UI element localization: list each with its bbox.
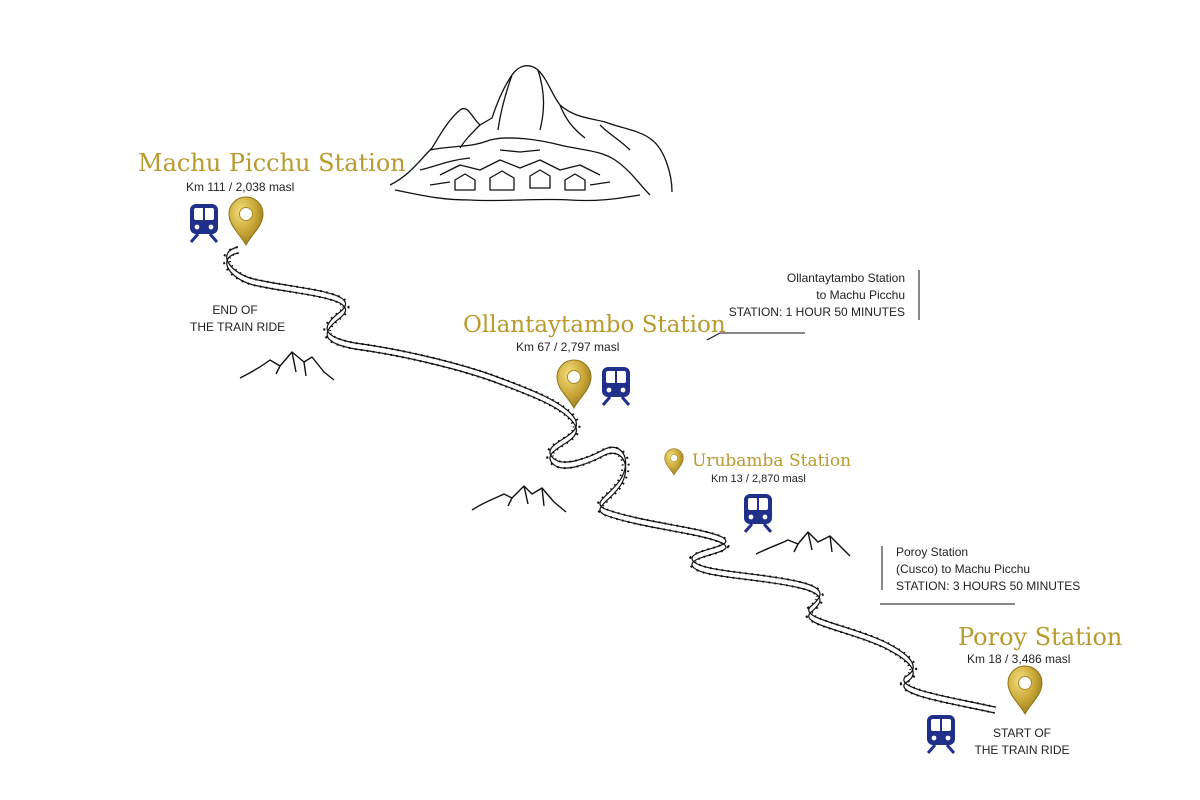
train-icon [925,713,957,755]
station-name-poroy: Poroy Station [958,623,1123,651]
station-info-poroy: Km 18 / 3,486 masl [967,652,1071,666]
location-pin-icon [664,448,684,476]
train-icon [188,202,220,244]
end-label: END OF THE TRAIN RIDE [190,303,286,334]
train-icon [742,492,774,534]
mountain-icon [755,531,851,557]
machu-picchu-illustration [389,65,673,202]
mountain-icon [239,351,335,381]
route-note-poroy: Poroy Station (Cusco) to Machu Picchu ST… [896,545,1081,593]
route-note-ollantaytambo: Ollantaytambo Station to Machu Picchu ST… [728,271,905,319]
station-info-machu-picchu: Km 111 / 2,038 masl [186,180,295,194]
callout-line [880,546,1015,605]
station-info-ollantaytambo: Km 67 / 2,797 masl [516,340,620,354]
location-pin-icon [1007,665,1043,715]
location-pin-icon [556,359,592,409]
location-pin-icon [228,196,264,246]
station-name-machu-picchu: Machu Picchu Station [138,149,406,177]
start-label: START OF THE TRAIN RIDE [974,726,1070,757]
station-name-urubamba: Urubamba Station [692,451,852,471]
station-info-urubamba: Km 13 / 2,870 masl [711,473,806,485]
callout-line [706,270,920,341]
mountain-icon [471,485,567,513]
station-name-ollantaytambo: Ollantaytambo Station [463,312,726,338]
railway-track [222,246,996,714]
train-icon [600,365,632,407]
